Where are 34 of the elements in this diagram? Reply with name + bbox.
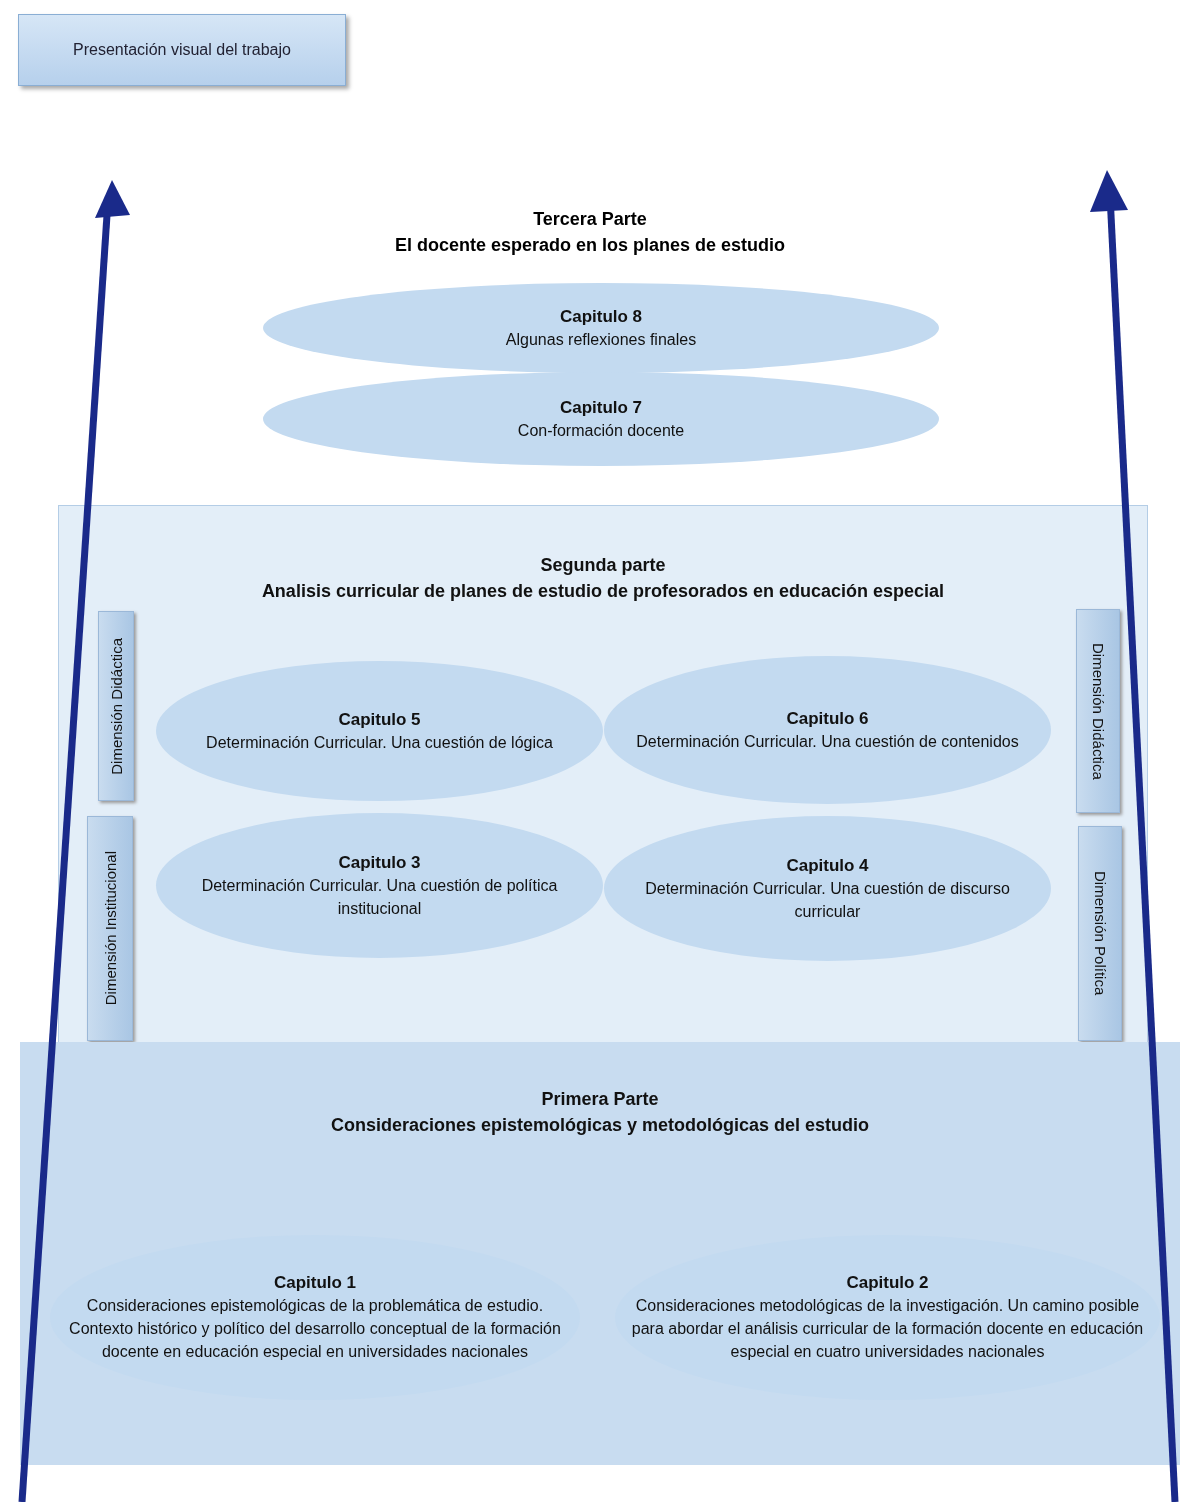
dimension-tab [87,816,133,1041]
chapter-title: Capitulo 5 [338,708,421,731]
chapter-description: Algunas reflexiones finales [505,329,697,350]
chapter-description: Con-formación docente [517,420,685,441]
section-heading: Segunda parte [540,554,666,577]
title-box [18,14,346,86]
dimension-tab [1076,609,1120,813]
section-heading: Tercera Parte [532,208,648,231]
chapter-description: Determinación Curricular. Una cuestión de lógica [206,732,553,753]
dimension-label: Dimensión Didáctica [1089,642,1107,780]
chapter-title: Capitulo 1 [273,1272,357,1294]
box-label: Presentación visual del trabajo [73,41,291,59]
section-panel [20,1042,1180,1465]
chapter-description: Determinación Curricular. Una cuestión de política institucional [200,875,559,919]
chapter-title: Capitulo 7 [559,396,643,419]
chapter-description: Determinación Curricular. Una cuestión de contenidos [636,731,1019,752]
chapter-description: Consideraciones epistemológicas de la problemática de estudio. Contexto histórico y político del desarrollo conceptual de la formación docente en educación especial en universidades nacionales [68,1296,562,1362]
section-heading: Primera Parte [541,1088,659,1111]
dimension-tab [1078,826,1122,1041]
dimension-label: Dimensión Institucional [101,851,119,1006]
chapter-title: Capitulo 8 [559,305,643,328]
chapter-title: Capitulo 4 [786,854,869,877]
dimension-label: Dimensión Didáctica [107,637,125,775]
section-subtitle: El docente esperado en los planes de estudio [393,234,787,257]
section-subtitle: Analisis curricular de planes de estudio de profesorados en educación especial [261,580,945,603]
dimension-label: Dimensión Política [1091,871,1109,996]
chapter-description: Consideraciones metodológicas de la investigación. Un camino posible para abordar el análisis curricular de la formación docente en educación especial en cuatro universidades nacionales [630,1296,1145,1362]
section-panel [58,505,1148,1045]
chapter-description: Determinación Curricular. Una cuestión de discurso curricular [644,878,1011,922]
section-subtitle: Consideraciones epistemológicas y metodológicas del estudio [330,1114,870,1137]
dimension-tab [98,611,134,801]
chapter-title: Capitulo 3 [338,851,421,874]
chapter-title: Capitulo 2 [846,1272,929,1294]
chapter-title: Capitulo 6 [786,707,869,730]
